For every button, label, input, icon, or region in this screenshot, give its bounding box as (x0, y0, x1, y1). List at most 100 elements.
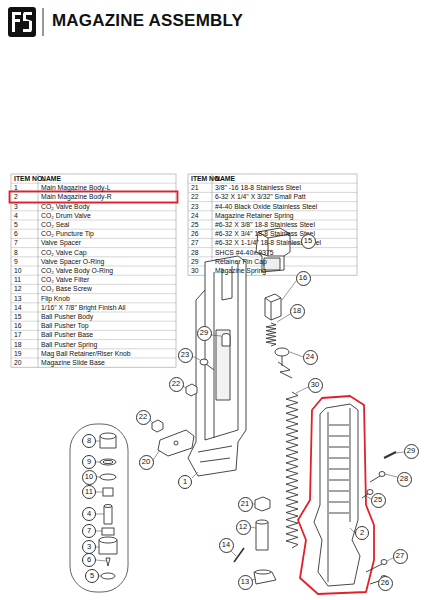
callout-text: 11 (85, 488, 93, 496)
callout-number: 16 (296, 271, 311, 286)
callout-number: 20 (139, 455, 154, 470)
callout-text: 15 (304, 237, 312, 245)
table-cell: 24 (191, 211, 199, 220)
callout-text: 1 (183, 478, 187, 486)
callout-text: 13 (241, 578, 249, 586)
table-cell: Ball Pusher Base (41, 330, 93, 339)
callout-text: 21 (241, 500, 249, 508)
callout-number: 21 (238, 497, 253, 512)
table-cell: 22 (191, 192, 199, 201)
table-cell: 6-32 X 1/4" X 3/32" Small Patt (215, 192, 306, 201)
table-cell: 20 (14, 358, 22, 367)
table-cell: CO₂ Valve Body O-Ring (41, 266, 113, 275)
main-body-left (188, 256, 246, 476)
slide-base (158, 430, 194, 456)
table-cell: 7 (14, 238, 18, 247)
callout-number: 9 (82, 455, 96, 469)
magazine-spring (286, 392, 298, 548)
callout-number: 30 (308, 378, 323, 393)
callout-number: 11 (82, 485, 96, 499)
table-cell: #6-32 X 3/8" 18-8 Stainless Steel (215, 220, 315, 229)
callout-text: 30 (311, 381, 319, 389)
leader-lines (96, 243, 404, 582)
table-cell: Ball Pusher Top (41, 321, 88, 330)
callout-number: 2 (355, 526, 369, 540)
callout-text: 8 (87, 437, 91, 445)
callout-number: 6 (82, 553, 96, 567)
table-cell: #6-32 X 3/4" 18-8 Stainless Steel (215, 229, 315, 238)
callout-number: 22 (169, 377, 184, 392)
table-cell: 3 (14, 202, 18, 211)
callout-number: 23 (178, 348, 193, 363)
table-cell: 19 (14, 349, 22, 358)
callout-text: 26 (381, 579, 389, 587)
callout-text: 20 (142, 458, 150, 466)
callout-number: 13 (238, 575, 253, 590)
table-cell: 16 (14, 321, 22, 330)
table-cell: 18 (14, 340, 22, 349)
table-cell: Mag Ball Retainer/Riser Knob (41, 349, 131, 358)
table-cell: Main Magazine Body-R (41, 192, 112, 201)
table-cell: CO₂ Valve Cap (41, 248, 87, 257)
callout-text: 22 (139, 413, 147, 421)
callout-number: 3 (82, 540, 96, 554)
main-body-right (314, 404, 360, 586)
header-divider (43, 8, 44, 36)
table-cell: Magazine Spring (215, 266, 266, 275)
callout-number: 26 (378, 576, 393, 591)
callout-number: 22 (136, 410, 151, 425)
callout-text: 16 (299, 274, 307, 282)
callout-number: 29 (197, 326, 212, 341)
table-cell: Ball Pusher Spring (41, 340, 97, 349)
callout-text: 18 (293, 307, 301, 315)
table-cell: CO₂ Drum Valve (41, 211, 91, 220)
diagram-title: MAGAZINE ASSEMBLY (52, 11, 243, 31)
callout-number: 18 (290, 304, 305, 319)
table-cell: 29 (191, 257, 199, 266)
brand-logo (8, 7, 36, 37)
screw-23 (200, 359, 214, 370)
base-hardware (234, 497, 276, 584)
table-cell: CO₂ Seal (41, 220, 69, 229)
table-cell: 3/8" -16 18-8 Stainless Steel (215, 183, 301, 192)
table-header: NAME (41, 174, 61, 183)
table-cell: Valve Spacer (41, 238, 81, 247)
callout-text: 14 (222, 541, 230, 549)
callout-number: 4 (82, 507, 96, 521)
parts-table-grid (11, 174, 357, 367)
table-cell: 6 (14, 229, 18, 238)
callout-text: 2 (360, 529, 364, 537)
table-cell: 4 (14, 211, 18, 220)
table-cell: Flip Knob (41, 294, 70, 303)
callout-number: 29 (404, 444, 419, 459)
table-cell: Main Magazine Body-L (41, 183, 111, 192)
table-cell: 28 (191, 248, 199, 257)
table-cell: 1 (14, 183, 18, 192)
table-cell: 13 (14, 294, 22, 303)
callout-number: 14 (219, 538, 234, 553)
table-cell: Magazine Slide Base (41, 358, 105, 367)
callout-text: 4 (87, 510, 91, 518)
callout-number: 7 (82, 524, 96, 538)
table-row-lines (11, 183, 357, 358)
highlight-row (10, 191, 178, 202)
callout-text: 22 (172, 380, 180, 388)
callout-text: 25 (374, 496, 382, 504)
table-header: NAME (215, 174, 235, 183)
callout-text: 29 (407, 447, 415, 455)
table-header: ITEM NO. (14, 174, 44, 183)
table-cell: 15 (14, 312, 22, 321)
callout-text: 27 (396, 552, 404, 560)
callout-text: 3 (87, 543, 91, 551)
table-cell: 5 (14, 220, 18, 229)
ball-pusher-top (265, 294, 281, 320)
callout-number: 10 (82, 470, 97, 485)
table-cell: CO₂ Base Screw (41, 284, 92, 293)
callout-text: 7 (87, 527, 91, 535)
ball-pusher-spring (266, 323, 276, 346)
callout-text: 28 (400, 475, 408, 483)
co2-valve-group (70, 424, 128, 592)
right-hardware (362, 452, 396, 584)
table-cell: CO₂ Valve Body (41, 202, 90, 211)
callout-number: 24 (303, 350, 318, 365)
